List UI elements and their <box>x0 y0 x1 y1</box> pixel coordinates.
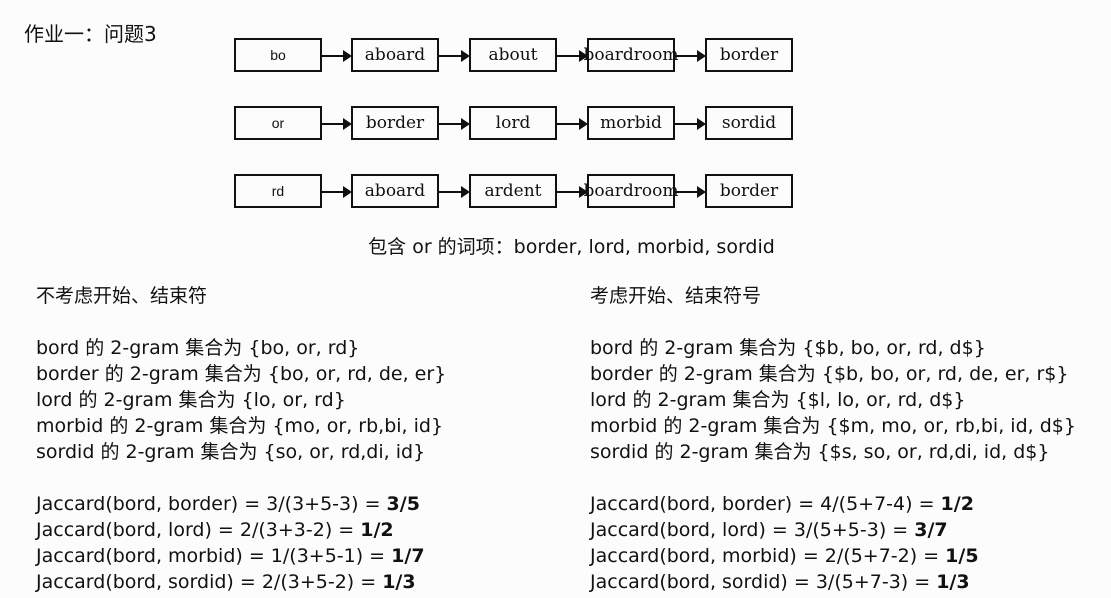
jaccard-expr: Jaccard(bord, border) = 4/(5+7-4) = <box>590 493 941 515</box>
jaccard-result: 1/3 <box>936 571 970 593</box>
term-box: sordid <box>705 106 793 140</box>
arrow <box>322 50 352 62</box>
jaccard-expr: Jaccard(bord, sordid) = 3/(5+7-3) = <box>590 571 937 593</box>
arrow <box>557 186 588 198</box>
term-box: border <box>705 38 793 72</box>
gram-set-line: bord 的 2-gram 集合为 {bo, or, rd} <box>36 337 360 359</box>
arrow <box>675 186 706 198</box>
gram-set-line: morbid 的 2-gram 集合为 {$m, mo, or, rb,bi, … <box>590 415 1076 437</box>
term-box: aboard <box>351 174 439 208</box>
gram-set-line: lord 的 2-gram 集合为 {lo, or, rd} <box>36 389 346 411</box>
term-box: lord <box>469 106 557 140</box>
arrow <box>675 118 706 130</box>
jaccard-result: 1/5 <box>945 545 979 567</box>
jaccard-line: Jaccard(bord, lord) = 2/(3+3-2) = 1/2 <box>36 517 446 543</box>
arrow <box>439 118 470 130</box>
arrow <box>675 50 706 62</box>
jaccard-expr: Jaccard(bord, lord) = 3/(5+5-3) = <box>590 519 915 541</box>
gram-set-line: lord 的 2-gram 集合为 {$l, lo, or, rd, d$} <box>590 389 966 411</box>
gram-set-line: sordid 的 2-gram 集合为 {$s, so, or, rd,di, … <box>590 441 1050 463</box>
jaccard-line: Jaccard(bord, border) = 3/(3+5-3) = 3/5 <box>36 491 446 517</box>
gram-set-line: border 的 2-gram 集合为 {bo, or, rd, de, er} <box>36 363 447 385</box>
term-box: about <box>469 38 557 72</box>
gram-set-line: sordid 的 2-gram 集合为 {so, or, rd,di, id} <box>36 441 426 463</box>
jaccard-expr: Jaccard(bord, border) = 3/(3+5-3) = <box>36 493 387 515</box>
arrow <box>557 50 588 62</box>
gram-set-line: morbid 的 2-gram 集合为 {mo, or, rb,bi, id} <box>36 415 444 437</box>
term-box: aboard <box>351 38 439 72</box>
term-box: boardroom <box>584 38 679 72</box>
arrow <box>322 186 352 198</box>
or-terms-summary: 包含 or 的词项：border, lord, morbid, sordid <box>368 236 775 258</box>
gram-set-line: border 的 2-gram 集合为 {$b, bo, or, rd, de,… <box>590 363 1069 385</box>
jaccard-result: 3/5 <box>386 493 420 515</box>
right-heading: 考虑开始、结束符号 <box>590 285 762 307</box>
jaccard-line: Jaccard(bord, morbid) = 1/(3+5-1) = 1/7 <box>36 543 446 569</box>
gram-box-rd: rd <box>234 174 322 208</box>
jaccard-line: Jaccard(bord, sordid) = 3/(5+7-3) = 1/3 <box>590 569 1076 595</box>
jaccard-expr: Jaccard(bord, sordid) = 2/(3+5-2) = <box>36 571 383 593</box>
posting-lists-diagram: bo aboard about boardroom border or bord… <box>0 0 1111 240</box>
arrow <box>557 118 588 130</box>
gram-box-bo: bo <box>234 38 322 72</box>
arrow <box>439 50 470 62</box>
page-title: 作业一：问题3 <box>24 22 157 46</box>
jaccard-result: 1/3 <box>382 571 416 593</box>
left-column: 不考虑开始、结束符 bord 的 2-gram 集合为 {bo, or, rd}… <box>36 283 446 595</box>
jaccard-result: 1/7 <box>391 545 425 567</box>
term-box: morbid <box>587 106 675 140</box>
jaccard-result: 3/7 <box>914 519 948 541</box>
jaccard-expr: Jaccard(bord, morbid) = 1/(3+5-1) = <box>36 545 392 567</box>
jaccard-line: Jaccard(bord, lord) = 3/(5+5-3) = 3/7 <box>590 517 1076 543</box>
left-heading: 不考虑开始、结束符 <box>36 285 208 307</box>
gram-set-line: bord 的 2-gram 集合为 {$b, bo, or, rd, d$} <box>590 337 986 359</box>
arrow <box>322 118 352 130</box>
term-box: border <box>705 174 793 208</box>
right-column: 考虑开始、结束符号 bord 的 2-gram 集合为 {$b, bo, or,… <box>590 283 1076 595</box>
term-box: border <box>351 106 439 140</box>
jaccard-result: 1/2 <box>940 493 974 515</box>
jaccard-line: Jaccard(bord, sordid) = 2/(3+5-2) = 1/3 <box>36 569 446 595</box>
jaccard-expr: Jaccard(bord, morbid) = 2/(5+7-2) = <box>590 545 946 567</box>
jaccard-line: Jaccard(bord, morbid) = 2/(5+7-2) = 1/5 <box>590 543 1076 569</box>
jaccard-line: Jaccard(bord, border) = 4/(5+7-4) = 1/2 <box>590 491 1076 517</box>
arrow <box>439 186 470 198</box>
gram-box-or: or <box>234 106 322 140</box>
term-box: boardroom <box>584 174 679 208</box>
jaccard-result: 1/2 <box>360 519 394 541</box>
term-box: ardent <box>469 174 557 208</box>
jaccard-expr: Jaccard(bord, lord) = 2/(3+3-2) = <box>36 519 361 541</box>
